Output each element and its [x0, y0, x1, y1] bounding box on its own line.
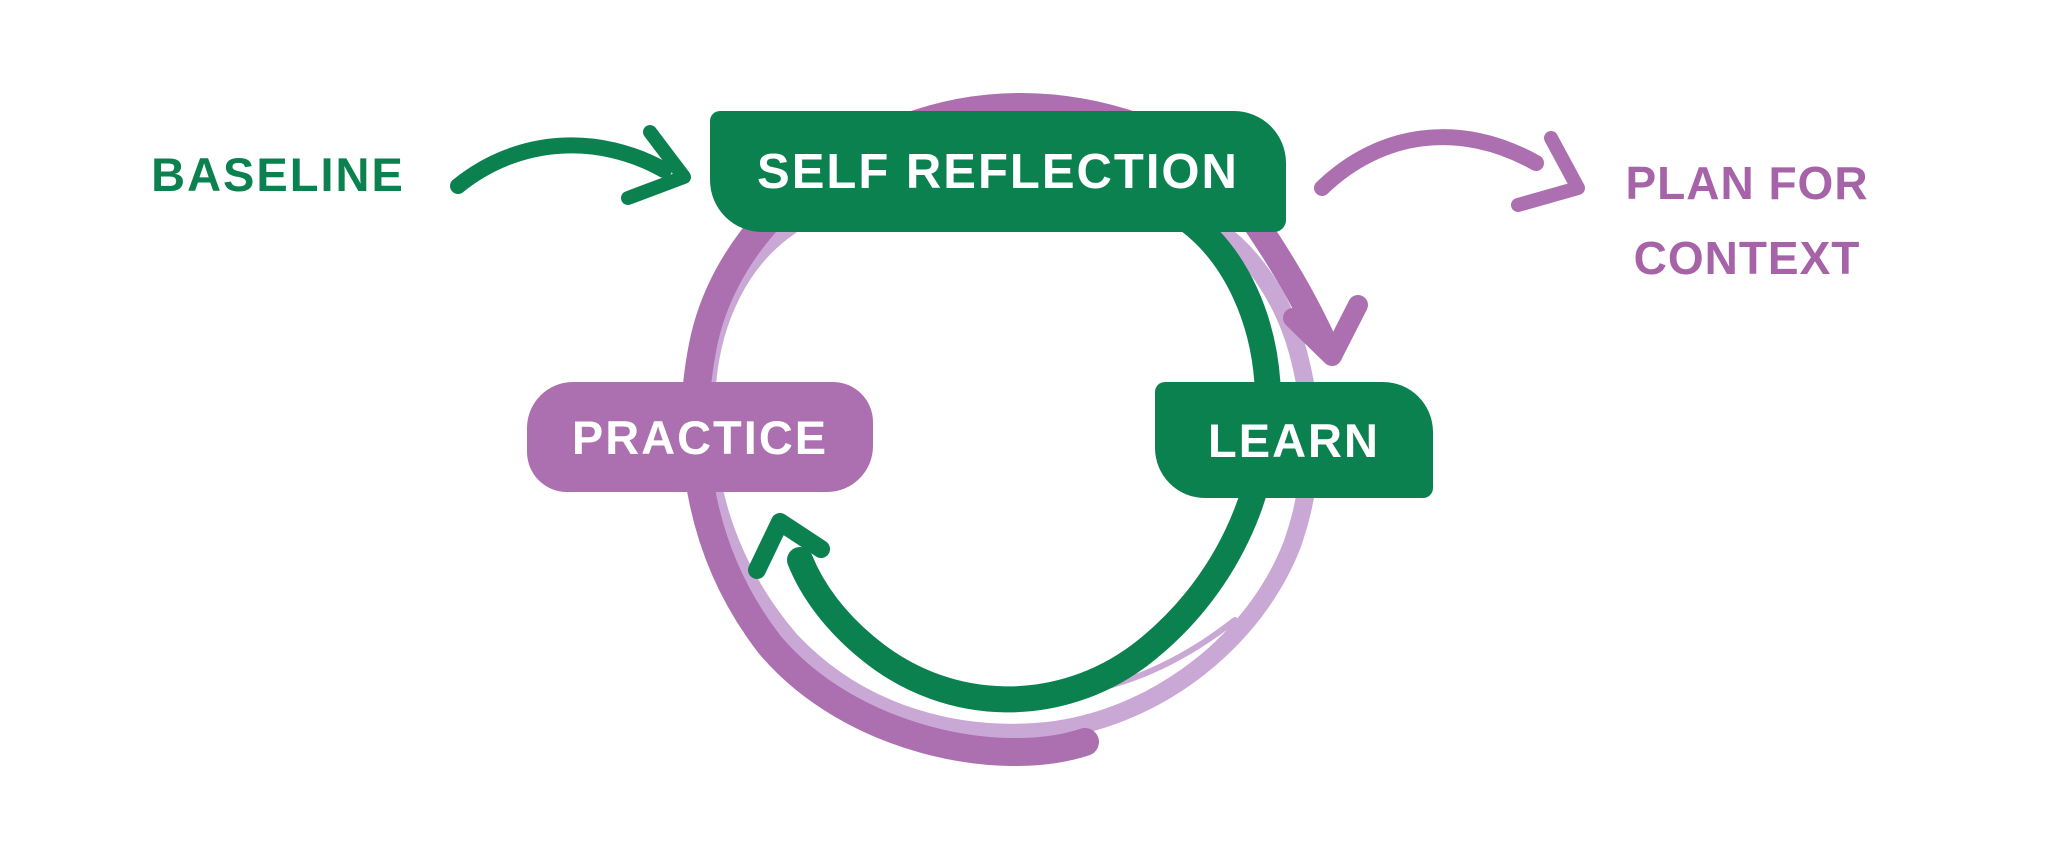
baseline-label: BASELINE [151, 148, 405, 201]
node-self-reflection: SELF REFLECTION [710, 111, 1286, 232]
node-self-reflection-label: SELF REFLECTION [757, 144, 1239, 199]
arrowhead-purple-out [1511, 131, 1585, 212]
node-learn-label: LEARN [1208, 413, 1380, 467]
plan-for-context-line2: CONTEXT [1633, 232, 1861, 284]
plan-for-context-line1: PLAN FOR [1625, 157, 1869, 209]
curved-arrow-icon-green-in [450, 137, 672, 194]
node-learn: LEARN [1155, 382, 1433, 498]
ring-arrow-green-to-practice [787, 207, 1282, 713]
ring-arrowhead-purple [1283, 295, 1368, 366]
ring-arrowhead-green [748, 513, 830, 579]
curved-arrow-icon-purple-out [1314, 129, 1544, 196]
node-practice-label: PRACTICE [571, 410, 829, 464]
arrowhead-green-in [621, 125, 691, 205]
plan-for-context-label: PLAN FOR CONTEXT [1582, 146, 1912, 296]
node-practice: PRACTICE [527, 382, 873, 492]
